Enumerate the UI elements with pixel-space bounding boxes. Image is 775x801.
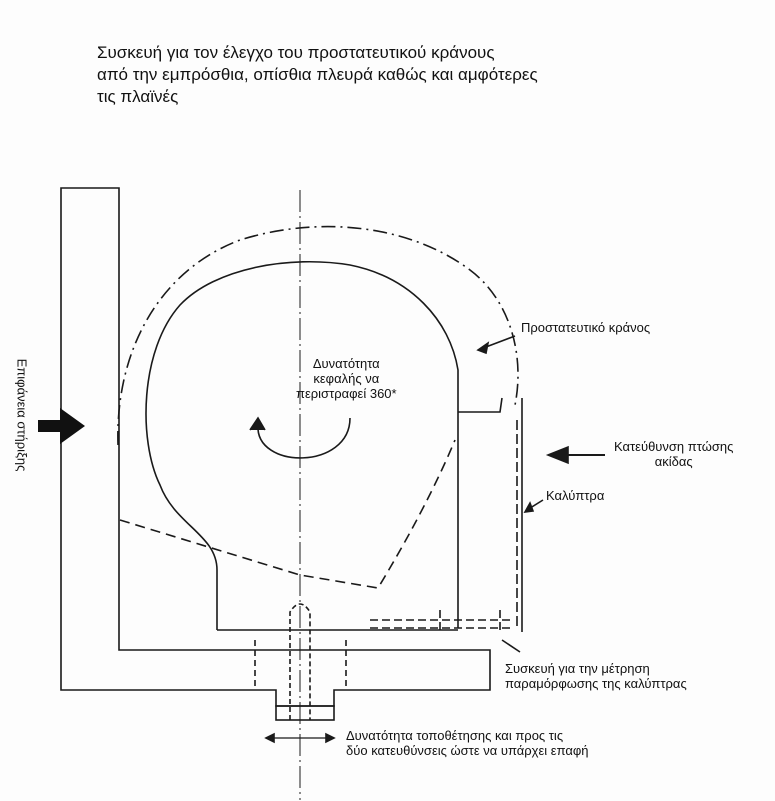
positioning-label: Δυνατότητα τοποθέτησης και προς τις δύο …	[346, 728, 589, 759]
spike-direction-line: ακίδας	[654, 453, 693, 469]
rotation-arrowhead	[249, 416, 266, 431]
measurement-device-label: Συσκευή για την μέτρηση παραμόρφωσης της…	[505, 661, 687, 692]
positioning-arrowhead-right	[325, 732, 336, 744]
title-line: τις πλαϊνές	[97, 87, 179, 107]
helmet-outline	[117, 225, 519, 446]
helmet-inner-dashed	[119, 439, 456, 589]
head-rotation-line: Δυνατότητα	[312, 356, 380, 371]
positioning-line: Δυνατότητα τοποθέτησης και προς τις	[346, 728, 564, 743]
head-rotation-label: Δυνατότητα κεφαλής να περιστραφεί 360*	[296, 356, 397, 402]
cover-leader-head	[523, 501, 535, 513]
measurement-device-line: παραμόρφωσης της καλύπτρας	[505, 675, 687, 691]
bolt-nut	[275, 705, 335, 721]
diagram-title: Συσκευή για τον έλεγχο του προστατευτικο…	[97, 42, 597, 108]
measurement-rod	[370, 610, 514, 632]
support-frame	[60, 187, 491, 707]
head-rotation-line: κεφαλής να	[313, 370, 380, 386]
helmet-label: Προστατευτικό κράνος	[521, 320, 651, 335]
spike-direction-line: Κατεύθυνση πτώσης	[614, 439, 734, 454]
title-line: από την εμπρόσθια, οπίσθια πλευρά καθώς …	[97, 65, 538, 85]
positioning-line: δύο κατευθύνσεις ώστε να υπάρχει επαφή	[346, 742, 589, 758]
title-line: Συσκευή για τον έλεγχο του προστατευτικο…	[97, 43, 495, 62]
spike-direction-label: Κατεύθυνση πτώσης ακίδας	[614, 439, 734, 470]
headform	[145, 260, 459, 630]
support-surface-label: Επιφάνεια στήριξης	[14, 358, 30, 472]
cover-label: Καλύπτρα	[546, 488, 605, 503]
support-arrow-icon	[38, 408, 85, 444]
rotation-arrow	[257, 417, 351, 459]
spike-arrowhead	[545, 445, 569, 465]
positioning-arrowhead-left	[264, 732, 275, 744]
helmet-leader-head	[476, 341, 490, 355]
helmet-brim	[458, 397, 503, 413]
measurement-leader	[501, 639, 521, 653]
measurement-device-line: Συσκευή για την μέτρηση	[505, 661, 650, 676]
center-bolt	[289, 603, 311, 720]
head-rotation-line: περιστραφεί 360*	[296, 385, 397, 401]
